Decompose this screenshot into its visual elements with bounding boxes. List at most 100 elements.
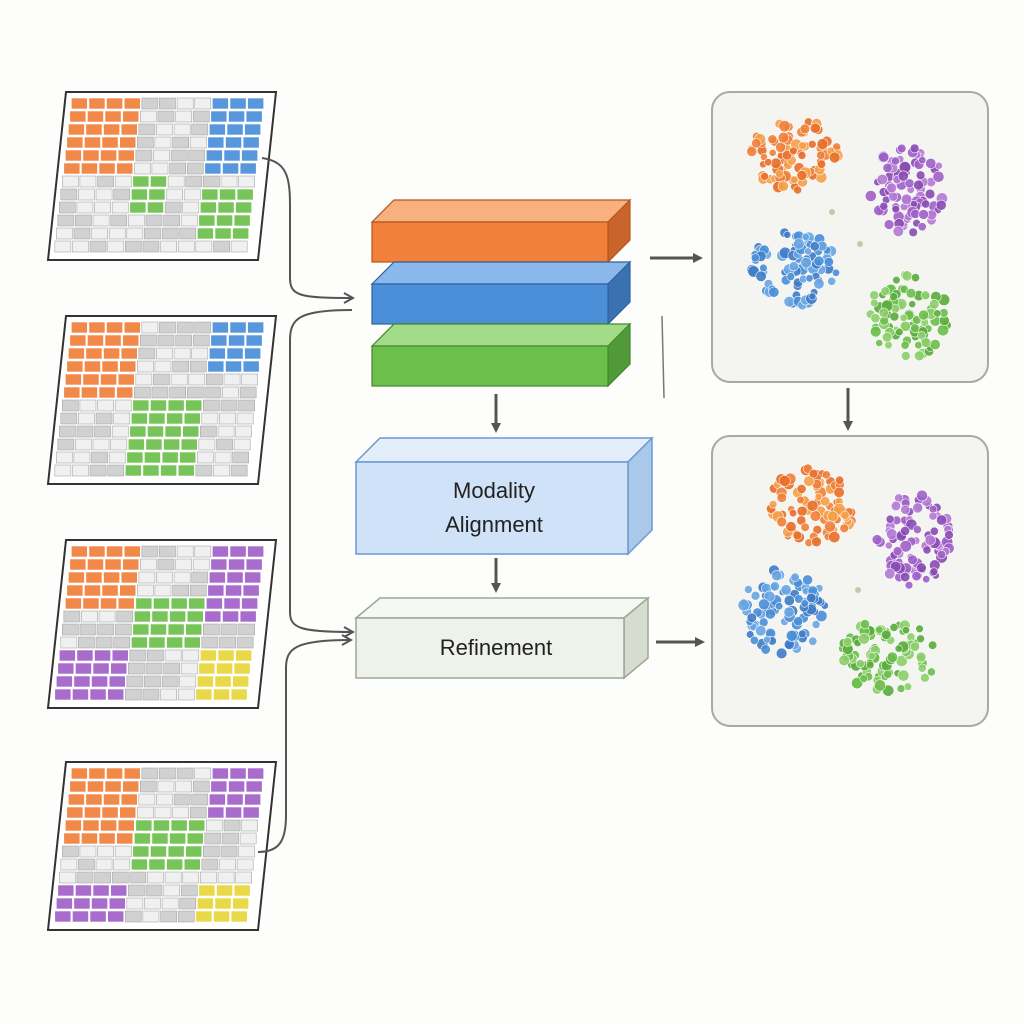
table-cell bbox=[159, 545, 176, 558]
table-cell bbox=[170, 149, 188, 162]
cluster-point bbox=[932, 170, 945, 183]
table-cell bbox=[154, 360, 172, 373]
table-cell bbox=[55, 227, 73, 240]
table-cell bbox=[82, 373, 100, 386]
table-cell bbox=[60, 188, 78, 201]
table-cell bbox=[244, 793, 262, 806]
cluster-point bbox=[840, 510, 850, 520]
table-cell bbox=[232, 227, 250, 240]
table-cell bbox=[201, 188, 219, 201]
table-cell bbox=[186, 386, 204, 399]
table-cell bbox=[226, 123, 244, 136]
table-cell bbox=[213, 240, 230, 253]
table-cell bbox=[169, 610, 187, 623]
cluster-point bbox=[780, 584, 792, 596]
cluster-point bbox=[798, 141, 807, 150]
cluster-point bbox=[777, 180, 789, 192]
cluster-point bbox=[767, 134, 778, 145]
table-cell bbox=[195, 910, 213, 923]
table-cell bbox=[217, 425, 235, 438]
table-cell bbox=[191, 793, 209, 806]
table-cell bbox=[122, 558, 140, 571]
cluster-point bbox=[808, 292, 817, 301]
cluster-point bbox=[737, 599, 750, 612]
table-cell bbox=[101, 584, 119, 597]
cluster-point bbox=[809, 122, 821, 134]
table-cell bbox=[75, 662, 92, 675]
table-cell bbox=[148, 412, 166, 425]
cluster-point bbox=[900, 351, 911, 361]
table-cell bbox=[75, 438, 92, 451]
table-cell bbox=[120, 793, 138, 806]
table-cell bbox=[238, 845, 256, 858]
table-cell bbox=[167, 399, 185, 412]
table-cell bbox=[81, 610, 98, 623]
cluster-point bbox=[805, 274, 814, 283]
table-cell bbox=[75, 214, 92, 227]
table-cell bbox=[172, 136, 190, 149]
table-cell bbox=[61, 845, 79, 858]
table-cell bbox=[206, 149, 223, 162]
table-cell bbox=[176, 545, 194, 558]
cluster-point bbox=[793, 238, 805, 250]
table-cell bbox=[247, 97, 265, 110]
table-cell bbox=[63, 162, 81, 175]
table-cell bbox=[179, 897, 197, 910]
layer-top-face bbox=[370, 199, 632, 223]
table-cell bbox=[61, 175, 79, 188]
table-cell bbox=[219, 188, 236, 201]
table-cell bbox=[157, 110, 175, 123]
table-cell bbox=[106, 97, 123, 110]
table-cell bbox=[166, 858, 184, 871]
alignment-front-face bbox=[355, 461, 629, 555]
cluster-point bbox=[859, 619, 870, 630]
cluster-point bbox=[907, 554, 918, 565]
table-cell bbox=[123, 545, 141, 558]
table-cell bbox=[106, 321, 123, 334]
cluster-point bbox=[869, 290, 880, 301]
cluster-point bbox=[920, 672, 930, 683]
table-cell bbox=[85, 347, 103, 360]
table-cell bbox=[97, 175, 114, 188]
table-cell bbox=[161, 897, 179, 910]
alignment-label-line2: Alignment bbox=[445, 512, 543, 537]
table-cell bbox=[163, 214, 181, 227]
table-cell bbox=[101, 136, 119, 149]
table-cell bbox=[156, 123, 173, 136]
table-cell bbox=[236, 858, 254, 871]
cluster-point bbox=[831, 268, 840, 277]
table-cell bbox=[169, 162, 187, 175]
table-cell bbox=[95, 412, 113, 425]
table-cell bbox=[111, 201, 129, 214]
table-cell bbox=[200, 425, 217, 438]
cluster-point bbox=[816, 138, 829, 150]
table-cell bbox=[223, 819, 241, 832]
table-cell bbox=[245, 558, 263, 571]
table-cell bbox=[220, 399, 238, 412]
table-cell bbox=[228, 780, 245, 793]
table-cell bbox=[195, 464, 213, 477]
table-cell bbox=[76, 649, 94, 662]
cluster-point bbox=[842, 637, 853, 647]
table-cell bbox=[170, 597, 188, 610]
table-cell bbox=[164, 871, 182, 884]
table-cell bbox=[179, 675, 197, 688]
cluster-point bbox=[920, 337, 932, 348]
cluster-point bbox=[909, 641, 920, 652]
table-cell bbox=[81, 832, 98, 845]
table-cell bbox=[210, 780, 228, 793]
table-cell bbox=[55, 897, 73, 910]
table-cell bbox=[216, 884, 233, 897]
cluster-point bbox=[815, 609, 828, 622]
table-cell bbox=[110, 662, 128, 675]
table-cell bbox=[182, 871, 200, 884]
table-cell bbox=[60, 412, 78, 425]
table-cell bbox=[201, 858, 219, 871]
table-cell bbox=[200, 201, 217, 214]
table-cell bbox=[92, 438, 110, 451]
embedding-layer-orange bbox=[370, 198, 632, 264]
cluster-point bbox=[797, 151, 807, 160]
cluster-point bbox=[886, 651, 899, 663]
table-cell bbox=[242, 360, 260, 373]
table-cell bbox=[245, 780, 263, 793]
